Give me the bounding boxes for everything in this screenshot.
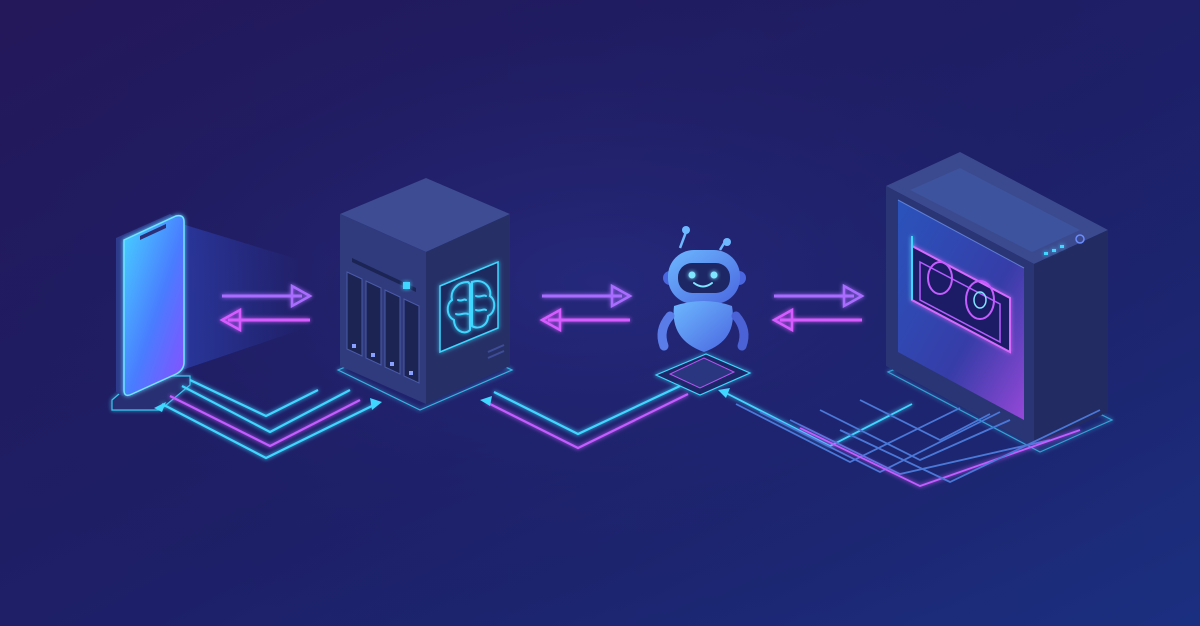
- circuit-line: [759, 411, 1001, 474]
- circuit-server-robot: [480, 385, 689, 450]
- arrows-robot-workstation: [771, 283, 865, 333]
- chatbot-node: [654, 226, 752, 396]
- smartphone-icon: [123, 214, 185, 397]
- arrows-server-robot: [539, 283, 633, 333]
- circuit-line: [859, 399, 991, 442]
- circuit-line: [789, 419, 1051, 475]
- arrowhead-icon: [370, 398, 382, 410]
- server-vent: [352, 258, 416, 292]
- arrow-right-icon: [774, 283, 865, 309]
- arrowhead-icon: [154, 402, 166, 412]
- workstation-power-button: [1075, 234, 1085, 244]
- circuit-line: [819, 409, 1011, 461]
- server-drive-bays: [346, 271, 420, 384]
- brain-icon: [446, 280, 496, 334]
- arrowhead-icon: [718, 388, 730, 398]
- circuit-line: [189, 379, 319, 418]
- arrows-phone-server: [219, 283, 313, 333]
- circuit-phone-server: [154, 379, 382, 460]
- circuit-line: [169, 395, 361, 448]
- server-top: [340, 178, 510, 252]
- robot-base-top: [668, 357, 736, 389]
- gpu-card-icon: [911, 236, 1011, 354]
- arrowhead-icon: [480, 396, 492, 406]
- gpu-workstation-node: [886, 152, 1114, 453]
- workstation-top-inset: [910, 168, 1080, 252]
- workstation-front-leds: [1044, 245, 1064, 255]
- arrow-left-icon: [539, 307, 630, 333]
- circuit-line: [181, 385, 351, 434]
- circuit-line: [839, 409, 1101, 483]
- ai-server-node: [336, 178, 514, 411]
- arrow-right-icon: [542, 283, 633, 309]
- circuit-line: [161, 403, 377, 460]
- robot-icon: [657, 226, 749, 352]
- server-drive-leds: [352, 344, 413, 375]
- phone-notch: [140, 224, 166, 240]
- circuit-line: [735, 403, 961, 464]
- workstation-right-face: [1034, 230, 1108, 446]
- circuit-robot-workstation: [718, 388, 1101, 487]
- circuit-line: [799, 427, 1081, 487]
- circuit-line: [485, 393, 689, 450]
- workstation-glass-edge: [897, 199, 1025, 269]
- arrow-left-icon: [219, 307, 310, 333]
- server-side-vents: [487, 344, 505, 359]
- arrow-left-icon: [771, 307, 862, 333]
- circuit-line: [493, 385, 681, 436]
- server-status-light: [403, 282, 410, 289]
- arrow-right-icon: [222, 283, 313, 309]
